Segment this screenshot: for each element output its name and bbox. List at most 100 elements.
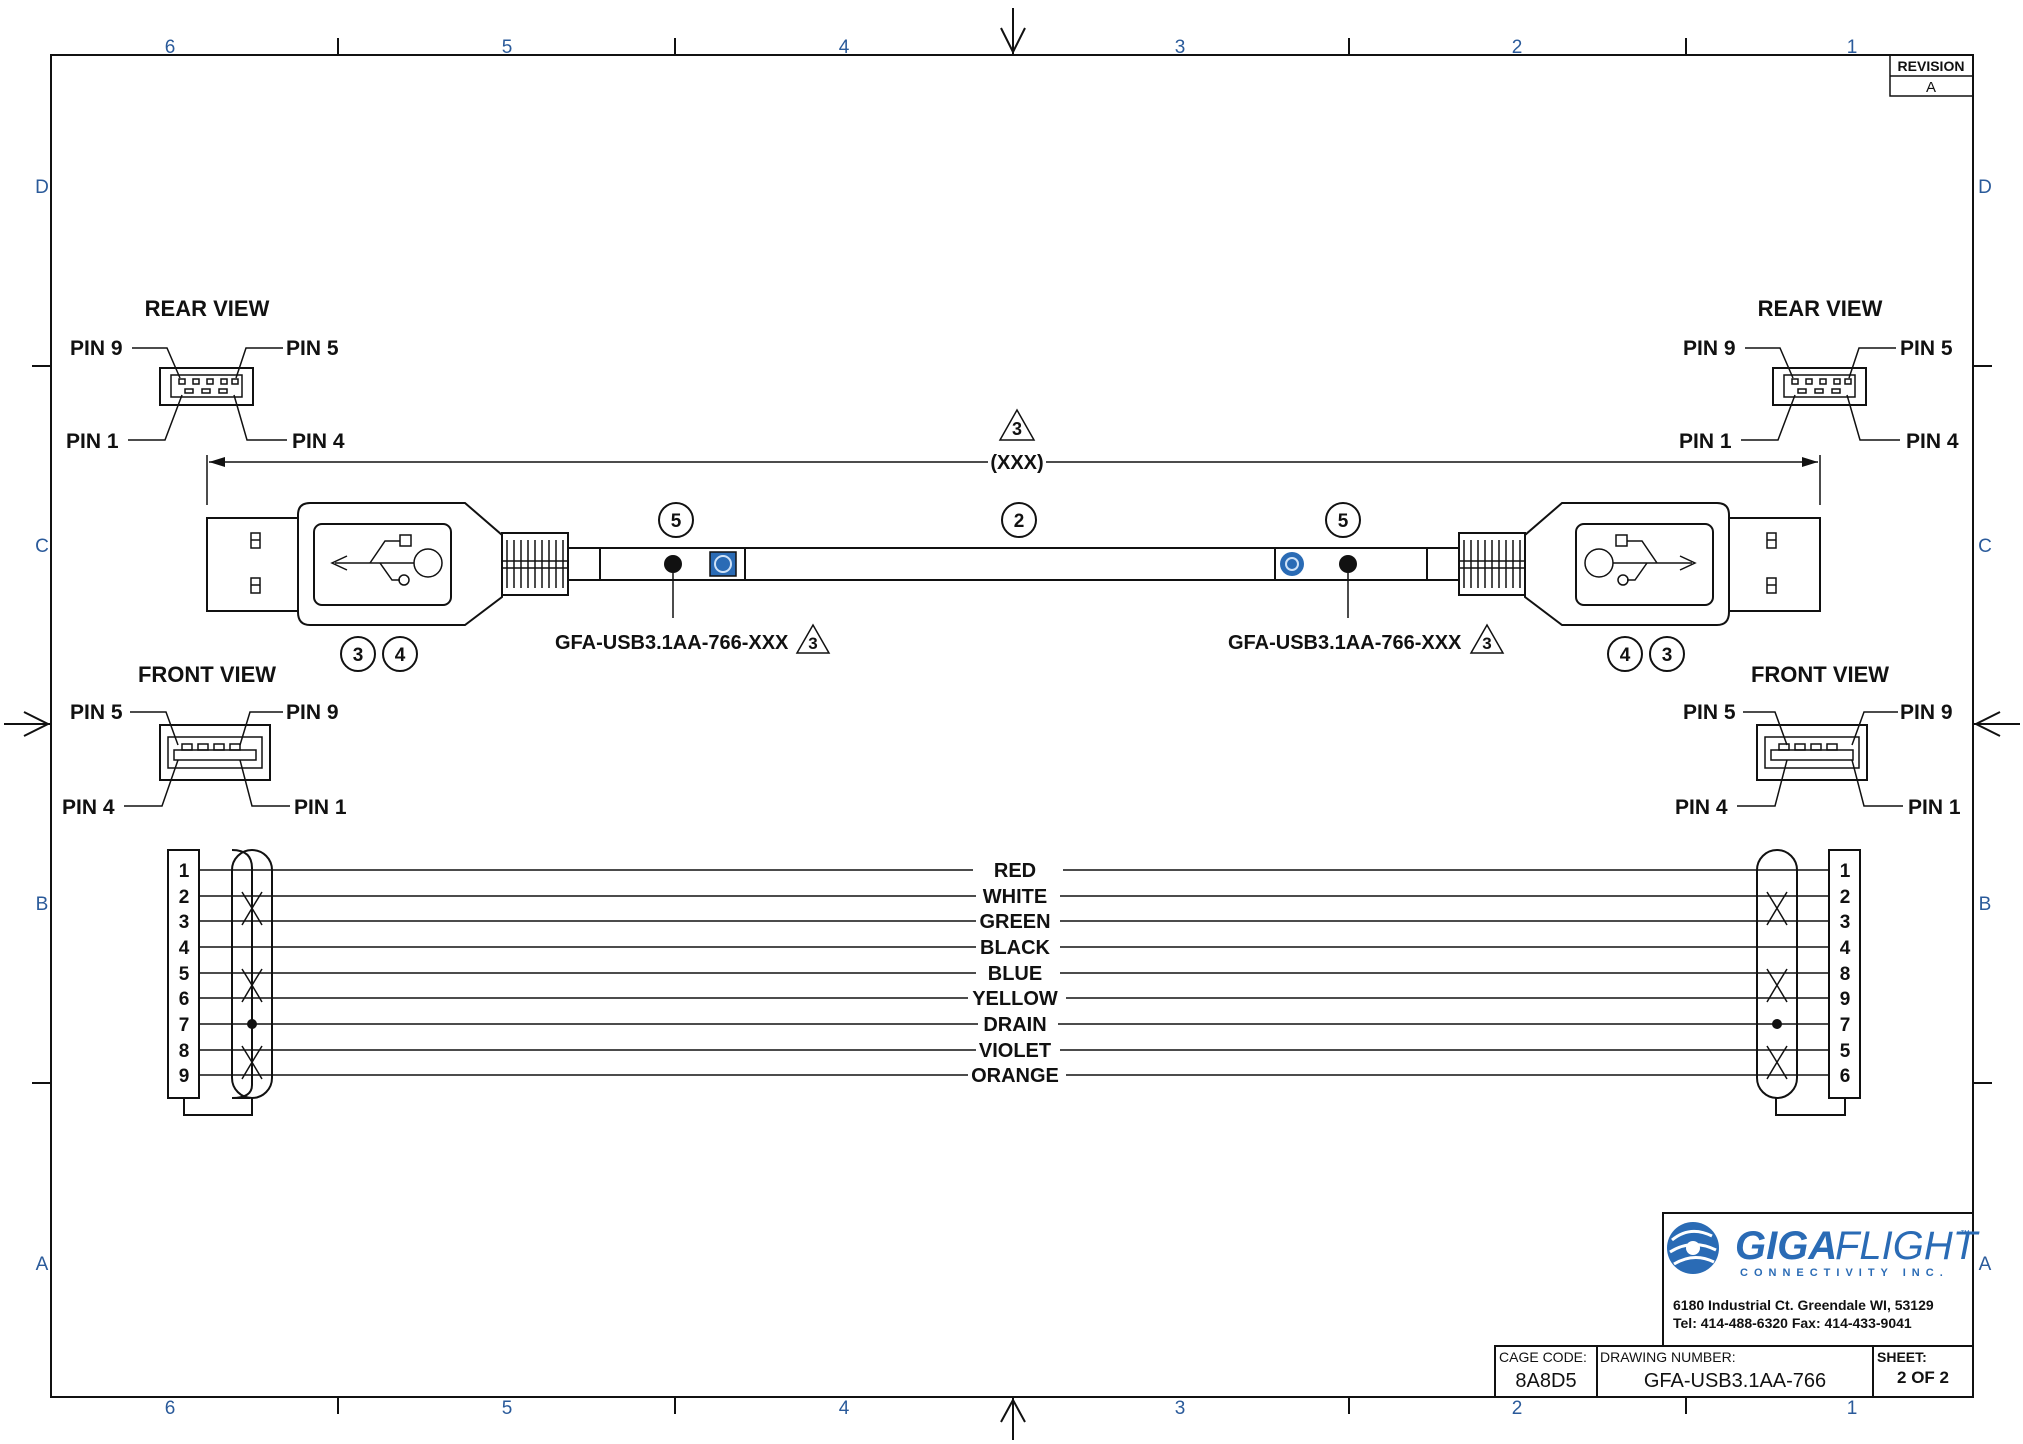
grid-column-labels-bottom: 6 5 4 3 2 1 [165, 1398, 1858, 1419]
item-balloons: 5 2 5 3 4 4 3 [340, 502, 1685, 672]
left-usb-plug [206, 502, 601, 626]
svg-text:3: 3 [1482, 634, 1491, 653]
pin-label: PIN 1 [294, 796, 347, 819]
logo-wordmark-b: FLIGHT [1835, 1224, 1980, 1268]
pin-number: 7 [179, 1015, 190, 1036]
balloon [1325, 502, 1361, 538]
pin-label: PIN 9 [286, 701, 339, 724]
svg-text:3: 3 [1662, 645, 1673, 666]
company-phone: Tel: 414-488-6320 Fax: 414-433-9041 [1673, 1315, 1912, 1331]
sheet-value: 2 OF 2 [1897, 1368, 1949, 1387]
grid-col-label: 2 [1512, 1398, 1523, 1419]
pin-number: 1 [179, 861, 190, 882]
right-rear-view: REAR VIEW PIN 9 PIN 5 PIN 1 PIN 4 [1679, 296, 1959, 453]
wire-color-label: YELLOW [972, 988, 1058, 1010]
company-address: 6180 Industrial Ct. Greendale WI, 53129 [1673, 1297, 1934, 1313]
grid-col-label: 3 [1175, 37, 1186, 58]
grid-row-label: D [35, 177, 49, 198]
wire-color-label: DRAIN [983, 1014, 1046, 1036]
revision-block: REVISION A [1889, 54, 1974, 97]
drawing-number-label: DRAWING NUMBER: [1600, 1349, 1736, 1365]
sheet-label: SHEET: [1877, 1349, 1927, 1365]
pin-number: 6 [1840, 1066, 1851, 1087]
grid-col-label: 4 [839, 37, 850, 58]
pin-label: PIN 5 [70, 701, 123, 724]
pin-number: 4 [179, 938, 190, 959]
plug-metal-tab [206, 517, 299, 612]
front-view-title: FRONT VIEW [1751, 662, 1889, 687]
grid-row-label: B [36, 894, 49, 915]
note-triangle-number: 3 [1012, 419, 1022, 439]
wire-color-label: GREEN [979, 911, 1050, 933]
pin-number: 5 [179, 964, 190, 985]
drain-junction [1772, 1019, 1782, 1029]
pin-label: PIN 1 [66, 430, 119, 453]
wire-color-label: WHITE [983, 886, 1047, 908]
cage-code-label: CAGE CODE: [1499, 1349, 1587, 1365]
grid-row-label: A [36, 1254, 49, 1275]
part-number-label: GFA-USB3.1AA-766-XXX [1228, 632, 1462, 654]
wire-color-label: VIOLET [979, 1040, 1051, 1062]
cable-length: (XXX) [990, 452, 1043, 474]
connector-rear-outline [159, 367, 254, 406]
balloon [1649, 636, 1685, 672]
grid-col-label: 1 [1847, 37, 1858, 58]
shield-left [231, 849, 273, 1099]
pin-number: 2 [1840, 887, 1851, 908]
pin-number: 5 [1840, 1041, 1851, 1062]
cage-code-value: 8A8D5 [1515, 1370, 1576, 1392]
plug-overmold [297, 502, 503, 626]
logo-tm: ™ [1960, 1229, 1970, 1240]
label-dot [664, 555, 682, 573]
cable-body [599, 547, 1428, 581]
pin-number: 8 [1840, 964, 1851, 985]
pin-label: PIN 5 [1683, 701, 1736, 724]
rear-view-title: REAR VIEW [145, 296, 270, 321]
grid-row-labels-left: D C B A [35, 177, 49, 1275]
pin-label: PIN 1 [1908, 796, 1961, 819]
grid-row-label: D [1978, 177, 1992, 198]
wire-color-label: BLACK [980, 937, 1051, 959]
grid-col-label: 1 [1847, 1398, 1858, 1419]
balloon [340, 636, 376, 672]
logo-subtitle: CONNECTIVITY INC. [1740, 1267, 1949, 1279]
part-number-callouts: GFA-USB3.1AA-766-XXX 3 GFA-USB3.1AA-766-… [555, 573, 1505, 654]
length-dimension: (XXX) 3 [206, 408, 1821, 505]
label-dot [1339, 555, 1357, 573]
grid-row-label: C [1978, 536, 1992, 557]
shield-right [1756, 849, 1798, 1099]
balloon [658, 502, 694, 538]
left-pin-numbers: 1 2 3 4 5 6 7 8 9 [179, 861, 190, 1087]
grid-row-label: A [1979, 1254, 1992, 1275]
connector-rear-outline [1772, 367, 1867, 406]
pin-number: 2 [179, 887, 190, 908]
left-front-view: FRONT VIEW PIN 5 PIN 9 PIN 4 PIN 1 [62, 662, 347, 819]
grid-col-label: 6 [165, 1398, 176, 1419]
pin-number: 6 [179, 989, 190, 1010]
drain-junction [247, 1019, 257, 1029]
svg-text:5: 5 [671, 511, 682, 532]
plug-overmold [1524, 502, 1730, 626]
pin-number: 7 [1840, 1015, 1851, 1036]
border-ticks [32, 38, 1992, 1414]
svg-text:5: 5 [1338, 511, 1349, 532]
drawing-border [50, 54, 1974, 1398]
pin-number: 1 [1840, 861, 1851, 882]
pin-label: PIN 4 [292, 430, 345, 453]
wire-color-label: ORANGE [971, 1065, 1059, 1087]
connector-front-outline [1756, 724, 1868, 781]
logo-wordmark-a: GIGA [1735, 1224, 1837, 1268]
wire-color-label: RED [994, 860, 1036, 882]
pin-label: PIN 1 [1679, 430, 1732, 453]
drawing-number-value: GFA-USB3.1AA-766 [1644, 1370, 1826, 1392]
gigaflight-logo-icon [1667, 1222, 1719, 1274]
connector-front-outline [159, 724, 271, 781]
pin-number: 9 [1840, 989, 1851, 1010]
balloon [382, 636, 418, 672]
grid-col-label: 5 [502, 1398, 513, 1419]
grid-row-labels-right: D C B A [1978, 177, 1992, 1275]
revision-value: A [1926, 79, 1936, 96]
pin-number: 3 [179, 912, 190, 933]
grid-col-label: 4 [839, 1398, 850, 1419]
